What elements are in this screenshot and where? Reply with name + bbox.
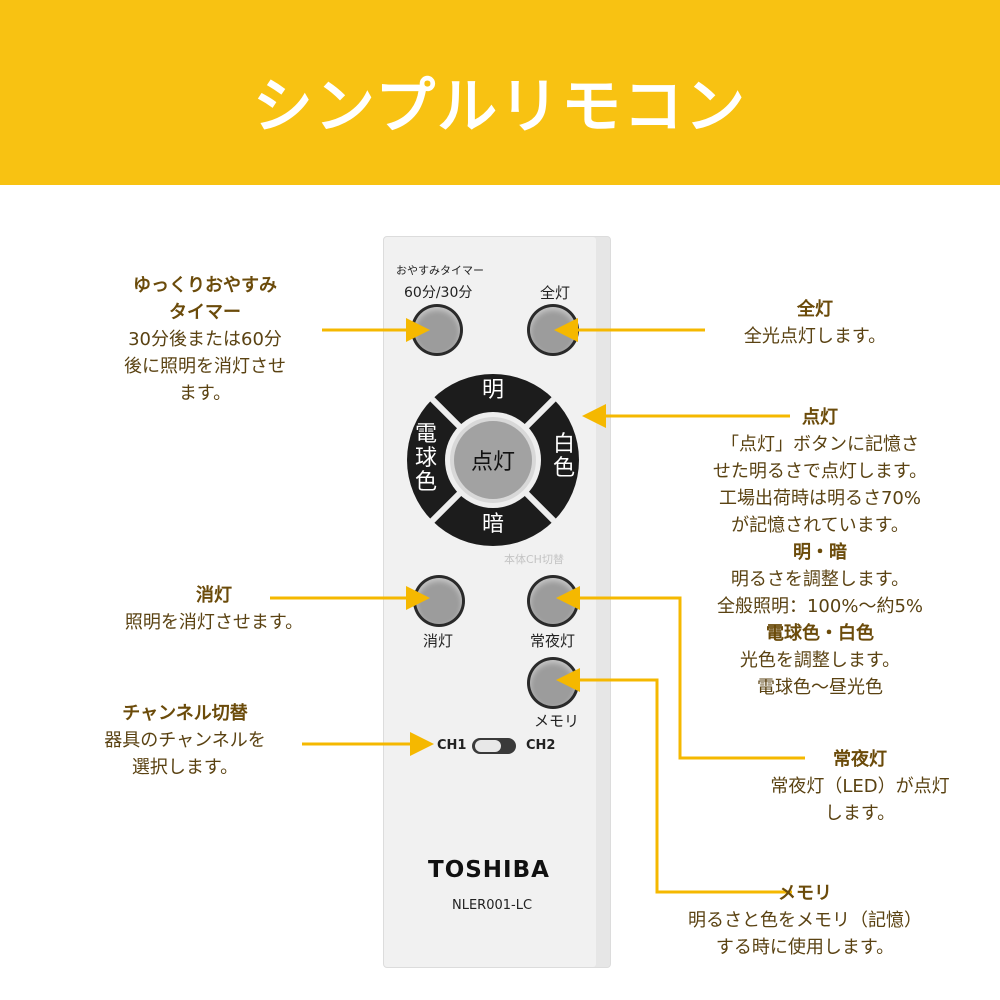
full-light-label: 全灯	[540, 284, 571, 302]
annotation-timer-body-3: ます。	[178, 383, 232, 404]
annotation-light-on: 点灯 「点灯」ボタンに記憶さ せた明るさで点灯します。 工場出荷時は明るさ70%…	[670, 404, 970, 701]
annotation-channel-body-1: 器具のチャンネルを	[104, 730, 266, 751]
annotation-memory: メモリ 明るさと色をメモリ（記憶） する時に使用します。	[650, 880, 960, 961]
white-color-button[interactable]: 白色	[552, 432, 575, 481]
annotation-bright-dark-body-2: 全般照明：100%～約5%	[716, 596, 923, 617]
annotation-timer-title-2: タイマー	[169, 302, 241, 323]
annotation-off-body-1: 照明を消灯させます。	[124, 612, 304, 633]
annotation-timer-title-1: ゆっくりおやすみ	[133, 275, 277, 296]
warm-color-button[interactable]: 電球色	[414, 422, 437, 495]
brand-logo: TOSHIBA	[428, 857, 550, 883]
annotation-channel-title: チャンネル切替	[122, 703, 248, 724]
ch2-label: CH2	[526, 738, 556, 753]
annotation-off-title: 消灯	[196, 585, 232, 606]
memory-label: メモリ	[534, 712, 580, 730]
annotation-memory-body-1: 明るさと色をメモリ（記憶）	[688, 910, 922, 931]
header-banner: シンプルリモコン	[0, 0, 1000, 185]
off-label: 消灯	[423, 632, 454, 650]
annotation-full-light: 全灯 全光点灯します。	[705, 296, 925, 350]
timer-top-label: おやすみタイマー	[396, 264, 484, 277]
annotation-full-light-title: 全灯	[797, 299, 833, 320]
annotation-off: 消灯 照明を消灯させます。	[100, 582, 328, 636]
annotation-bright-dark-title: 明・暗	[793, 542, 847, 563]
page-title: シンプルリモコン	[252, 72, 748, 142]
annotation-memory-title: メモリ	[778, 883, 832, 904]
annotation-bright-dark-body-1: 明るさを調整します。	[730, 569, 910, 590]
annotation-color-body-1: 光色を調整します。	[739, 650, 901, 671]
annotation-light-on-body-1: 「点灯」ボタンに記憶さ	[721, 434, 919, 455]
annotation-nightlight: 常夜灯 常夜灯（LED）が点灯 します。	[740, 746, 980, 827]
annotation-nightlight-body-1: 常夜灯（LED）が点灯	[770, 776, 950, 797]
annotation-nightlight-body-2: します。	[824, 803, 896, 824]
annotation-light-on-body-3: 工場出荷時は明るさ70%	[718, 488, 921, 509]
annotation-channel-body-2: 選択します。	[131, 757, 239, 778]
model-number: NLER001-LC	[452, 898, 533, 913]
timer-label: 60分/30分	[404, 285, 473, 301]
annotation-light-on-body-4: が記憶されています。	[731, 515, 909, 536]
dpad: 明 暗 電球色 白色 点灯	[406, 373, 580, 547]
annotation-color-title: 電球色・白色	[766, 623, 874, 644]
channel-switch-knob	[475, 740, 501, 752]
light-on-button[interactable]: 点灯	[454, 421, 532, 499]
ch-switch-note: 本体CH切替	[504, 553, 564, 566]
annotation-light-on-body-2: せた明るさで点灯します。	[712, 461, 928, 482]
annotation-light-on-title: 点灯	[802, 407, 838, 428]
annotation-nightlight-title: 常夜灯	[833, 749, 887, 770]
channel-switch[interactable]	[472, 738, 516, 754]
annotation-timer-body-2: 後に照明を消灯させ	[124, 356, 286, 377]
ch1-label: CH1	[437, 738, 467, 753]
annotation-timer: ゆっくりおやすみ タイマー 30分後または60分 後に照明を消灯させ ます。	[100, 272, 310, 407]
annotation-timer-body-1: 30分後または60分	[128, 329, 282, 350]
annotation-color-body-2: 電球色～昼光色	[757, 677, 883, 698]
annotation-full-light-body-1: 全光点灯します。	[743, 326, 887, 347]
nightlight-label: 常夜灯	[530, 632, 576, 650]
annotation-memory-body-2: する時に使用します。	[715, 937, 895, 958]
bright-button[interactable]: 明	[481, 378, 504, 403]
dark-button[interactable]: 暗	[481, 512, 504, 537]
annotation-channel: チャンネル切替 器具のチャンネルを 選択します。	[70, 700, 300, 781]
